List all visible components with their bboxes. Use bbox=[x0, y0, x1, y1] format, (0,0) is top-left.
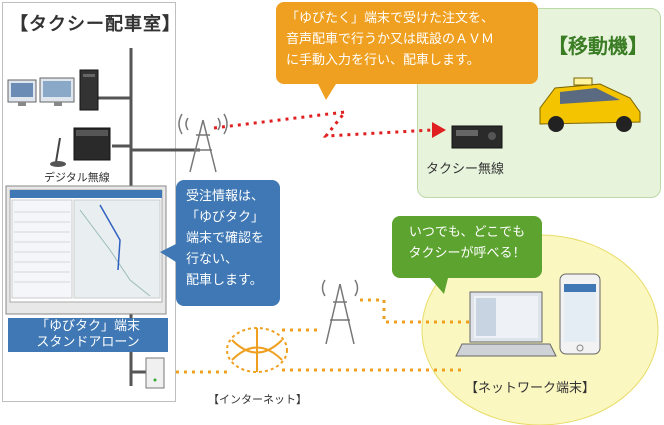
dispatch-pcs-icon bbox=[7, 69, 99, 111]
digital-radio-icon bbox=[50, 127, 111, 167]
internet-link-mobile bbox=[360, 298, 470, 324]
radio-link-arrow bbox=[432, 122, 446, 138]
callout-line: 「ゆびたく」端末で受けた注文を、 bbox=[286, 11, 495, 26]
cell-tower-icon bbox=[321, 279, 359, 345]
taxi-radio-device-icon bbox=[451, 125, 503, 149]
notebook-pc-icon bbox=[455, 291, 557, 357]
smartphone-icon bbox=[559, 273, 601, 355]
taxi-icon bbox=[539, 77, 641, 132]
callout-dispatch-procedure: 「ゆびたく」端末で受けた注文を、 音声配車で行うか又は既設のＡＶＭ に手動入力を… bbox=[276, 2, 538, 84]
radio-tower-icon bbox=[178, 113, 228, 173]
taxi-dispatch-room-title: 【タクシー配車室】 bbox=[10, 14, 181, 35]
callout-line: に手動入力を行い、配車します。 bbox=[286, 53, 480, 68]
internet-label: 【インターネット】 bbox=[208, 393, 307, 406]
callout-line: 受注情報は、 bbox=[186, 189, 265, 204]
radio-link-dotted bbox=[213, 110, 433, 138]
yubitaku-terminal-label: 「ゆびタク」端末 スタンドアローン bbox=[8, 318, 168, 352]
callout-line: 配車します。 bbox=[186, 273, 263, 288]
callout-line: いつでも、どこでも bbox=[408, 225, 526, 240]
digital-radio-label: デジタル無線 bbox=[44, 171, 110, 184]
network-terminal-label: 【ネットワーク端末】 bbox=[465, 381, 596, 396]
callout-line: 行ない、 bbox=[186, 252, 239, 267]
terminal-label-line: 「ゆびタク」端末 bbox=[35, 319, 140, 334]
taxi-radio-label: タクシー無線 bbox=[426, 162, 505, 177]
internet-icon bbox=[226, 327, 288, 373]
callout-order-info: 受注情報は、 「ゆびタク」 端末で確認を 行ない、 配車します。 bbox=[176, 180, 280, 306]
callout-line: 音声配車で行うか又は既設のＡＶＭ bbox=[286, 32, 495, 47]
callout-line: 端末で確認を bbox=[186, 231, 265, 246]
mobile-unit-title: 【移動機】 bbox=[548, 34, 648, 58]
callout-line: 「ゆびタク」 bbox=[186, 210, 265, 225]
callout-anytime-anywhere: いつでも、どこでも タクシーが呼べる！ bbox=[392, 216, 542, 278]
terminal-label-line: スタンドアローン bbox=[36, 335, 140, 350]
router-icon bbox=[145, 357, 165, 389]
yubitaku-terminal-icon bbox=[5, 185, 167, 315]
callout-line: タクシーが呼べる！ bbox=[408, 246, 526, 261]
